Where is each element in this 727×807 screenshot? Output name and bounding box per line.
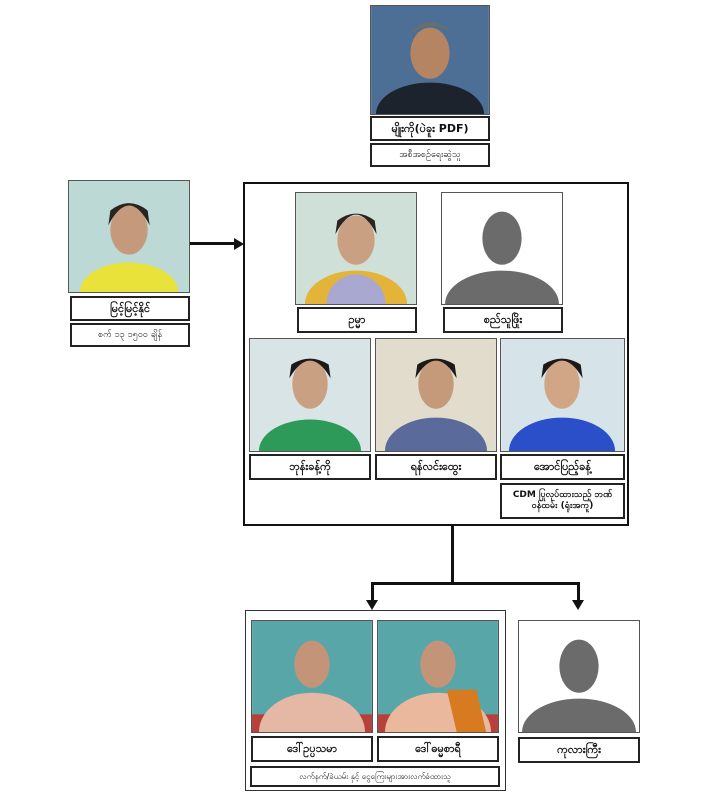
member-photo <box>295 192 417 305</box>
member-placeholder-photo <box>441 192 563 305</box>
member-note-label: CDM ပြုလုပ်ထားသည့် ဘဏ်ဝန်ထမ်း (ရုံးအကူ) <box>500 483 625 519</box>
leader-photo <box>370 5 490 115</box>
member-name-label: စည်သူဖြိုး <box>443 307 563 333</box>
connector-line <box>372 582 579 585</box>
arrow-down-icon <box>572 600 584 610</box>
member-photo <box>500 338 625 452</box>
connector-line <box>190 242 236 245</box>
member-name-label: ရန်လင်းထွေး <box>375 454 497 480</box>
left-person-photo <box>68 180 190 293</box>
member-photo <box>375 338 497 452</box>
other-name-label: ကုလားကြီး <box>518 737 640 763</box>
connector-line <box>577 582 580 602</box>
receivers-note-label: လက်နက်/ခဲယမ်း နှင့် ငွေကြေးများအားလက်ခံထ… <box>250 766 500 787</box>
arrow-right-icon <box>234 238 244 250</box>
receiver-name-label: ဒေါ်ဓမ္မစာရီ <box>377 736 499 762</box>
member-photo <box>249 338 371 452</box>
connector-line <box>371 582 374 602</box>
receiver-photo <box>251 620 373 733</box>
left-person-note-label: စက် ၁၃ ၁၅၀၀ ချိန် <box>70 323 190 347</box>
member-name-label: ဥမ္မာ <box>297 307 417 333</box>
left-person-name-label: မြင့်မြင့်နိုင် <box>70 296 190 321</box>
receiver-name-label: ဒေါ်ဥပ္ပသမာ <box>251 736 373 762</box>
leader-role-label: အစီအစဉ်ရေးဆွဲသူ <box>370 143 490 167</box>
receiver-photo <box>377 620 499 733</box>
connector-line <box>451 526 454 584</box>
member-name-label: အောင်ပြည့်ခန့် <box>500 454 625 480</box>
member-name-label: ဘုန်းခန့်ကို <box>249 454 371 480</box>
leader-name-label: မျိုးကို(ပဲခူး PDF) <box>370 116 490 141</box>
group-frame <box>243 182 629 526</box>
arrow-down-icon <box>366 600 378 610</box>
other-placeholder-photo <box>518 620 640 733</box>
receivers-frame <box>245 610 506 791</box>
